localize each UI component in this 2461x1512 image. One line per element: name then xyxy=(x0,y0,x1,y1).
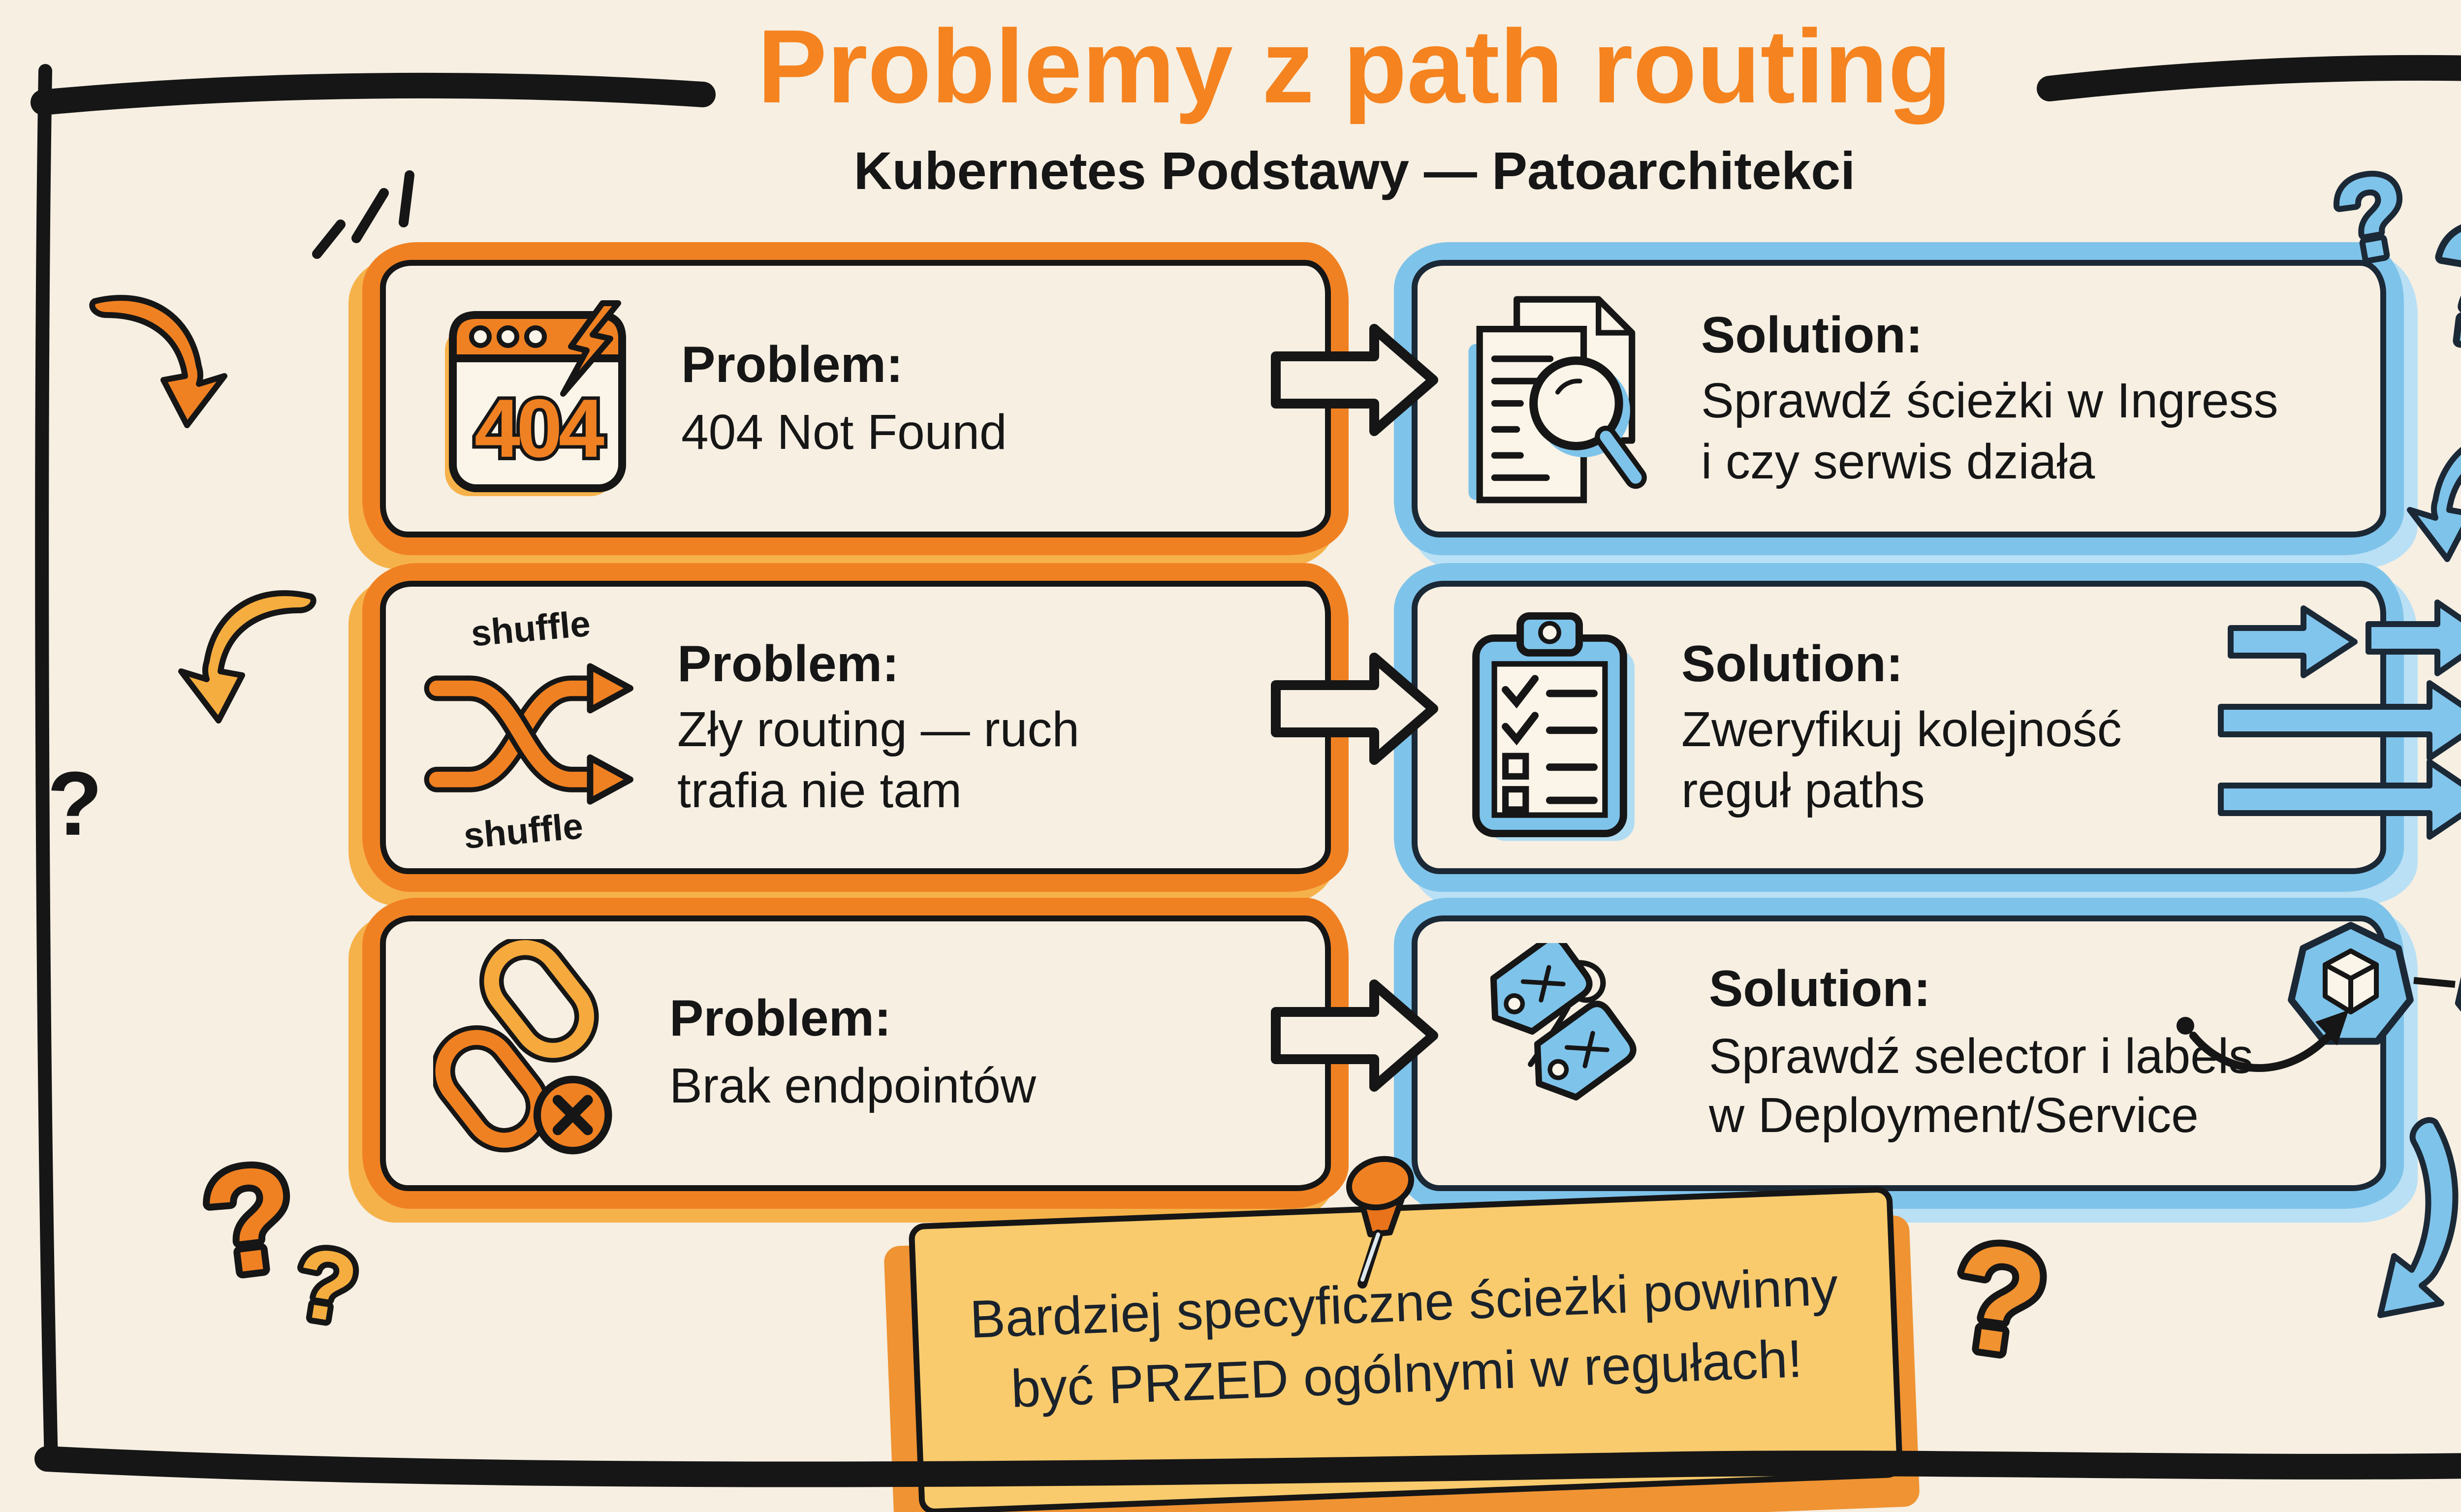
shuffle-icon: shuffle shuffle xyxy=(417,603,650,851)
problem-text: Brak endpointów xyxy=(669,1059,1036,1115)
curved-arrow-icon xyxy=(2407,446,2461,562)
question-mark: ? xyxy=(47,753,102,854)
solution-box-ingress: Solution: Sprawdź ścieżki w Ingress i cz… xyxy=(1394,242,2404,555)
solution-text: Sprawdź selector i labels xyxy=(1709,1029,2254,1085)
problem-heading: Problem: xyxy=(677,633,899,693)
problem-text: 404 Not Found xyxy=(681,405,1007,460)
solution-text: reguł paths xyxy=(1681,763,1925,819)
problem-text: trafia nie tam xyxy=(677,763,962,819)
clipboard-checklist-icon xyxy=(1465,611,1642,844)
solution-heading: Solution: xyxy=(1701,304,1923,364)
problem-box-404: 404 Problem: 404 Not Found xyxy=(362,242,1349,555)
solution-heading: Solution: xyxy=(1709,959,1931,1018)
question-mark: ? xyxy=(288,1227,365,1345)
question-mark: ? xyxy=(1943,1211,2056,1389)
question-mark: ? xyxy=(196,1134,304,1306)
problem-heading: Problem: xyxy=(681,334,903,394)
tags-icon xyxy=(1465,943,1670,1164)
problem-heading: Problem: xyxy=(669,989,891,1048)
shuffle-label-top: shuffle xyxy=(469,603,592,653)
solution-text: i czy serwis działa xyxy=(1701,435,2095,490)
document-magnifier-icon xyxy=(1465,294,1662,503)
page-title: Problemy z path routing xyxy=(757,10,1952,126)
solution-box-paths-order: Solution: Zweryfikuj kolejność reguł pat… xyxy=(1394,563,2404,892)
404-text: 404 xyxy=(474,381,604,473)
page-subtitle: Kubernetes Podstawy — Patoarchitekci xyxy=(853,142,1856,201)
problem-text: Zły routing — ruch xyxy=(677,703,1079,759)
problem-box-routing: shuffle shuffle Problem: Zły routing — r… xyxy=(362,563,1349,892)
question-mark: ? xyxy=(2420,189,2461,384)
pod-hexagon-icon xyxy=(2455,976,2461,1012)
curved-arrow-icon xyxy=(89,295,227,428)
solution-heading: Solution: xyxy=(1681,633,1903,693)
solution-text: w Deployment/Service xyxy=(1709,1089,2199,1145)
solution-text: Zweryfikuj kolejność xyxy=(1681,703,2122,759)
shuffle-label-bottom: shuffle xyxy=(462,804,585,851)
browser-404-icon: 404 xyxy=(433,298,642,499)
solution-text: Sprawdź ścieżki w Ingress xyxy=(1701,375,2278,430)
curved-arrow-icon xyxy=(178,590,316,724)
sticky-note: Bardziej specyficzne ścieżki powinny być… xyxy=(908,1186,1903,1512)
solution-box-selector-labels: Solution: Sprawdź selector i labels w De… xyxy=(1394,898,2404,1209)
broken-chain-icon xyxy=(433,939,630,1167)
problem-box-endpoints: Problem: Brak endpointów xyxy=(362,898,1349,1209)
